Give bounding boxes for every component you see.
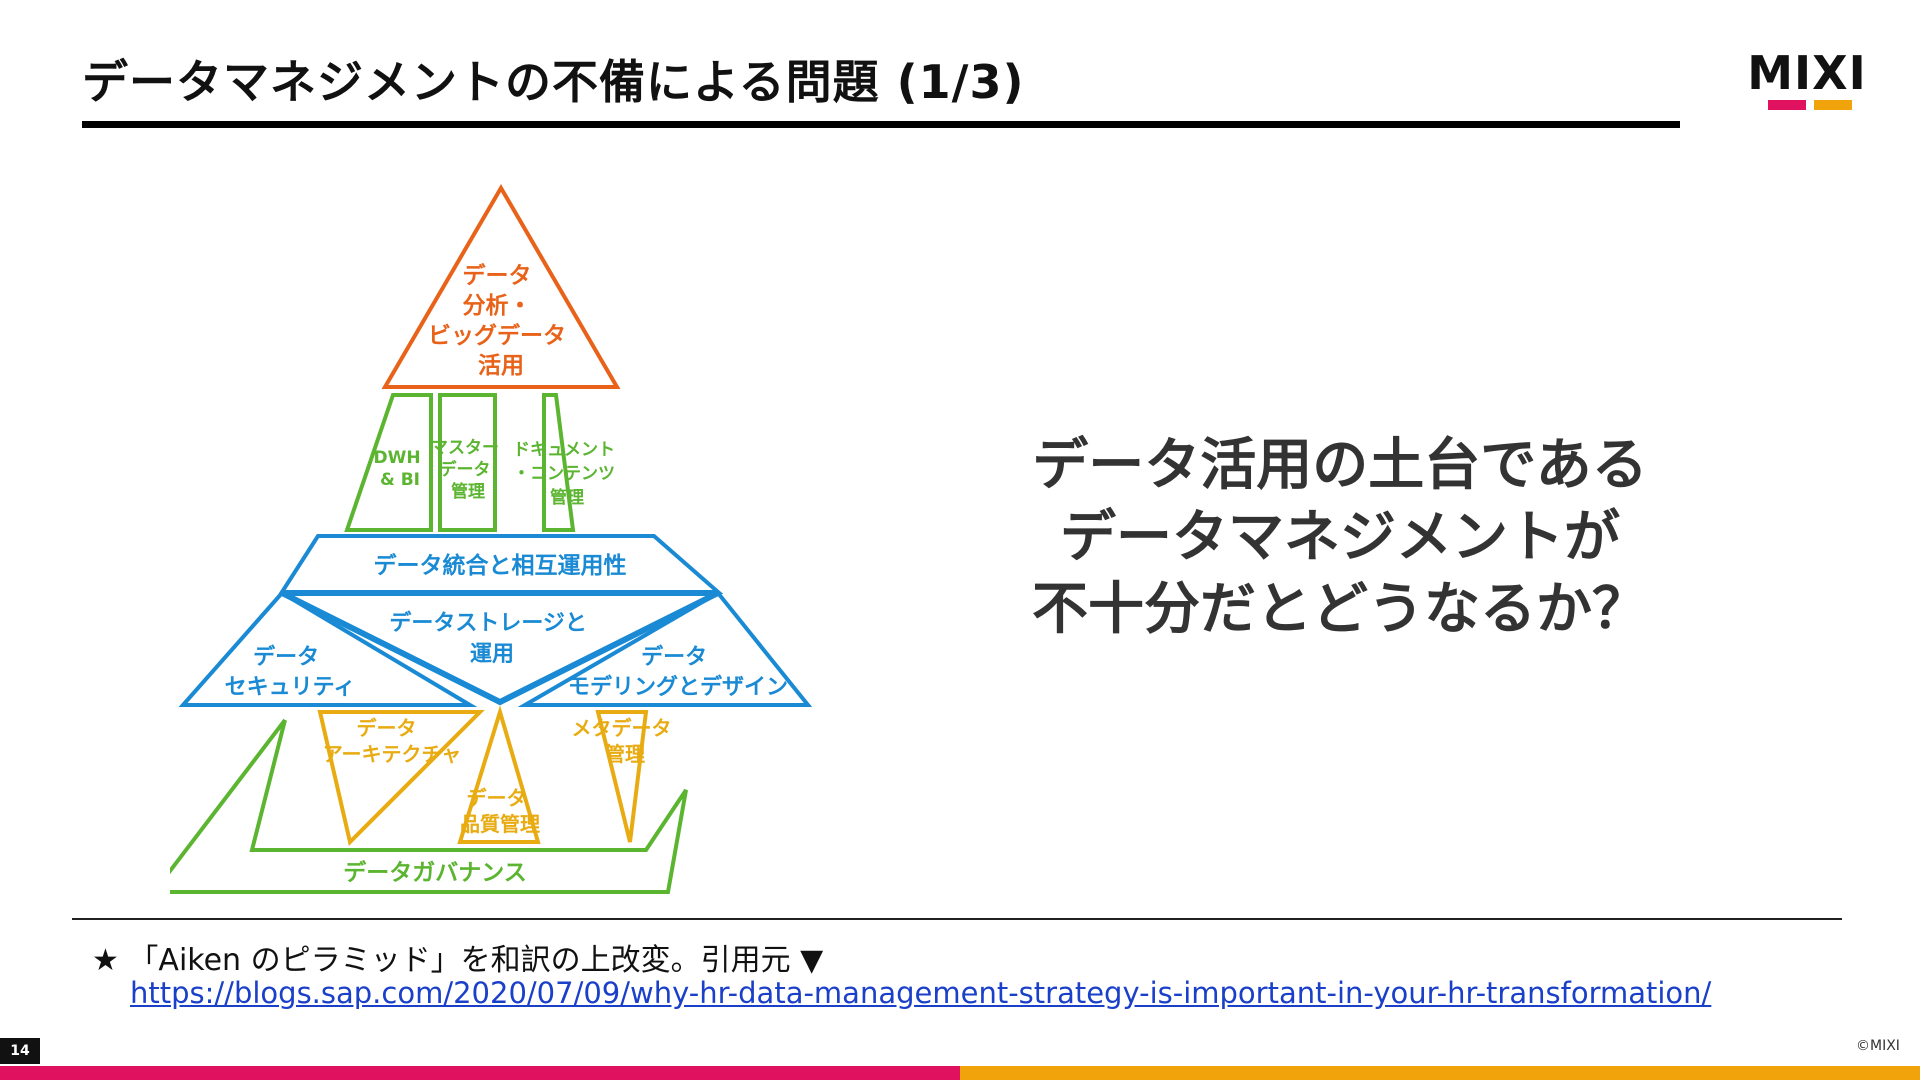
main-message-line-2: データマネジメントが [1060,505,1620,570]
governance-label: データガバナンス [343,859,527,886]
title-underline [82,121,1680,128]
citation-note: ★ 「Aiken のピラミッド」を和訳の上改変。引用元 ▼ [92,943,824,978]
modeling-label: データ モデリングとデザイン [568,644,788,700]
master-data-label: マスター データ 管理 [431,438,505,502]
storage-label: データストレージと 運用 [389,610,594,667]
citation-link[interactable]: https://blogs.sap.com/2020/07/09/why-hr-… [130,976,1712,1010]
analytics-triangle [381,184,621,389]
dwh-label: DWH & BI [373,448,426,490]
metadata-triangle [595,710,649,843]
architecture-label: データ アーキテクチャ [323,716,462,766]
mixi-logo: MIXI [1742,50,1872,114]
document-pillar [542,393,576,532]
quality-triangle [457,705,541,844]
footer-divider [72,918,1842,920]
page-number: 14 [0,1038,40,1064]
main-message-line-3: 不十分だとどうなるか？ [1032,577,1648,642]
architecture-triangle [317,710,485,846]
security-triangle [178,590,478,707]
dwh-pillar [344,393,433,532]
logo-pink-bar [1768,100,1806,110]
main-message: データ活用の土台である データマネジメントが 不十分だとどうなるか？ [1010,430,1670,646]
document-label: ドキュメント ・コンテンツ 管理 [513,440,621,508]
storage-triangle [280,590,720,706]
metadata-label: メタデータ 管理 [572,716,679,766]
copyright-text: ©MIXI [1856,1038,1900,1054]
logo-text: MIXI [1747,46,1867,100]
logo-amber-bar [1814,100,1852,110]
main-message-line-1: データ活用の土台である [1032,433,1648,498]
master-data-pillar [438,393,497,532]
analytics-label: データ 分析・ ビッグデータ 活用 [428,262,574,379]
slide-title: データマネジメントの不備による問題 (1/3) [82,55,1025,109]
aiken-pyramid-diagram: データ 分析・ ビッグデータ 活用 DWH & BI マスター データ 管理 ド… [149,180,830,900]
pyramid-svg: データ 分析・ ビッグデータ 活用 DWH & BI マスター データ 管理 ド… [149,184,813,894]
integration-label: データ統合と相互運用性 [374,552,627,579]
bottom-bar-amber [960,1066,1920,1080]
modeling-triangle [517,590,813,707]
bottom-bar-pink [0,1066,960,1080]
security-label: データ セキュリティ [225,644,356,700]
quality-label: データ 品質管理 [460,786,540,836]
